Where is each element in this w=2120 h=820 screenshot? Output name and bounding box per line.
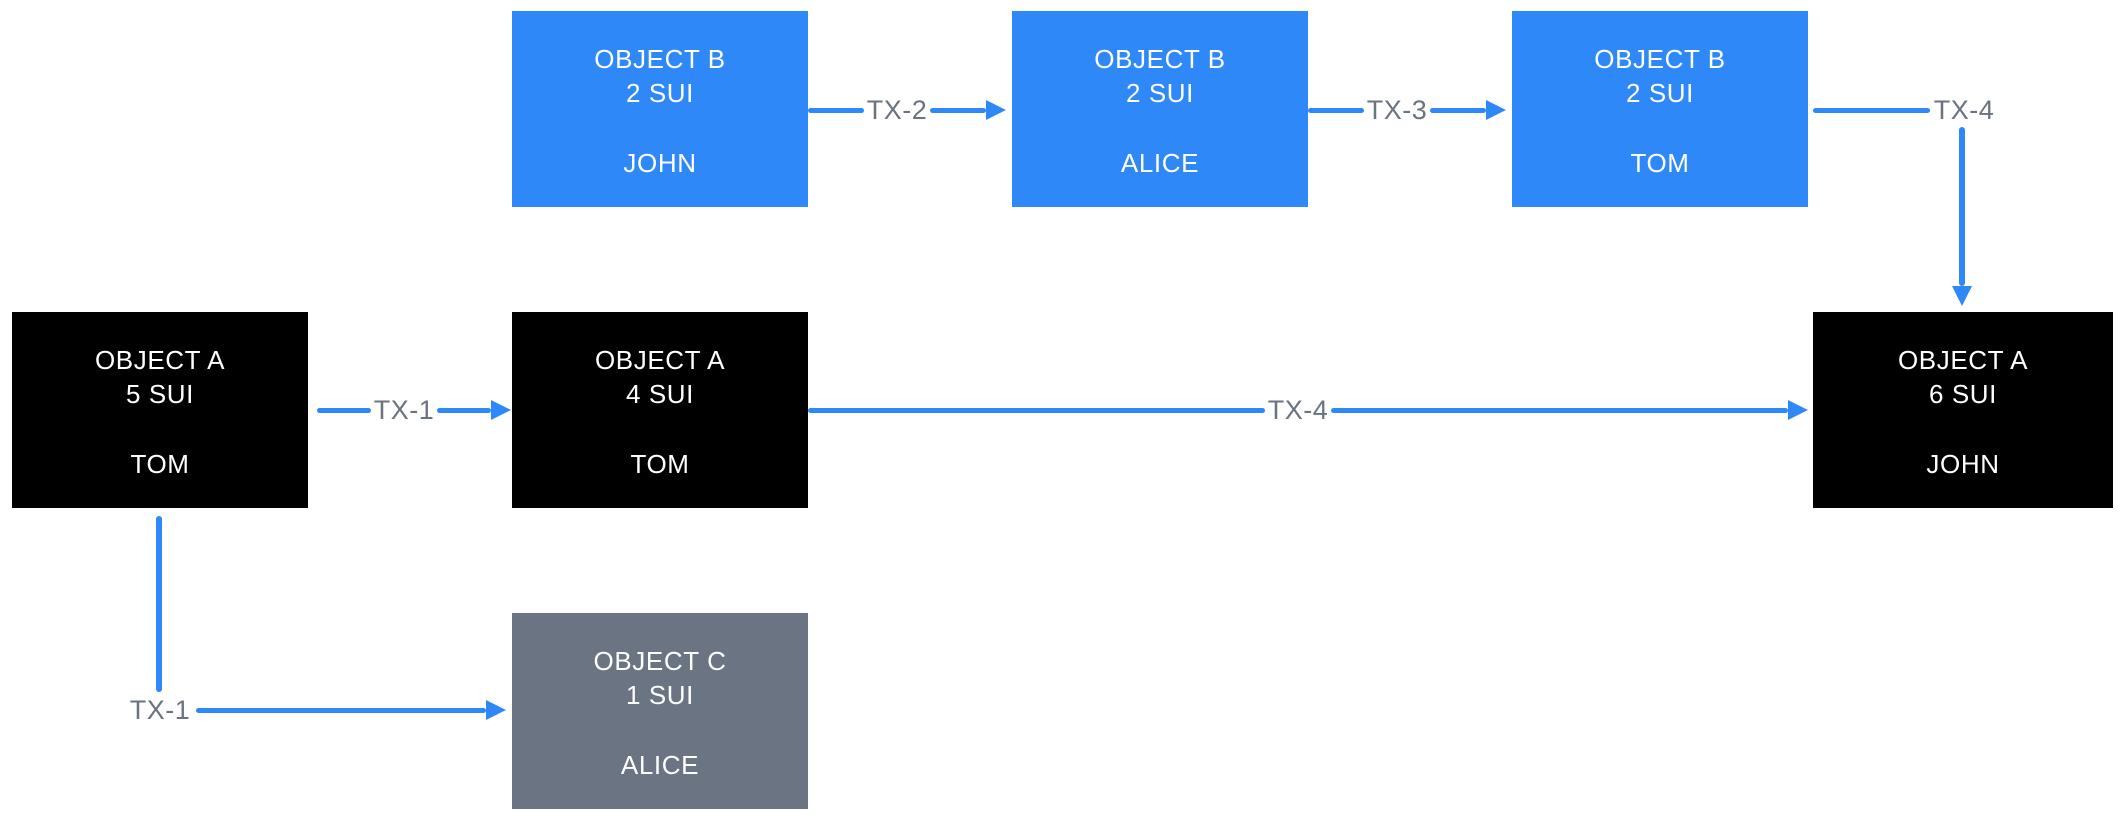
arrowhead-right-icon xyxy=(1788,400,1809,420)
node-title: OBJECT B xyxy=(594,44,726,74)
arrow-line xyxy=(1331,407,1789,413)
node-owner: TOM xyxy=(630,449,690,479)
node-amount: 5 SUI xyxy=(125,379,195,409)
node-amount: 2 SUI xyxy=(1125,78,1195,108)
arrow-tx-2: TX-2 xyxy=(808,93,1007,127)
arrow-label: TX-1 xyxy=(129,695,191,725)
node-object-c-alice: OBJECT C 1 SUI ALICE xyxy=(512,613,808,809)
arrowhead-right-icon xyxy=(486,700,506,720)
arrow-label: TX-4 xyxy=(1933,95,1995,125)
node-owner: ALICE xyxy=(1120,148,1200,178)
arrow-line xyxy=(808,407,1265,413)
node-owner: JOHN xyxy=(1926,449,2000,479)
node-title: OBJECT B xyxy=(1594,44,1726,74)
node-object-b-john: OBJECT B 2 SUI JOHN xyxy=(512,11,808,207)
node-object-b-alice: OBJECT B 2 SUI ALICE xyxy=(1012,11,1308,207)
node-amount: 6 SUI xyxy=(1928,379,1998,409)
node-title: OBJECT C xyxy=(593,646,727,676)
node-object-a-6sui-john: OBJECT A 6 SUI JOHN xyxy=(1813,312,2113,508)
arrow-line xyxy=(317,407,371,413)
node-owner: ALICE xyxy=(620,750,700,780)
arrow-tx-3: TX-3 xyxy=(1308,93,1507,127)
node-amount: 4 SUI xyxy=(625,379,695,409)
node-amount: 1 SUI xyxy=(625,680,695,710)
arrow-tx-1-down-line xyxy=(156,516,162,692)
arrowhead-right-icon xyxy=(986,100,1007,120)
arrow-line xyxy=(1308,107,1364,113)
node-title: OBJECT A xyxy=(1897,345,2029,375)
node-object-a-5sui-tom: OBJECT A 5 SUI TOM xyxy=(12,312,308,508)
arrow-label: TX-3 xyxy=(1366,94,1428,125)
node-object-b-tom: OBJECT B 2 SUI TOM xyxy=(1512,11,1808,207)
arrow-label: TX-1 xyxy=(373,394,435,425)
node-amount: 2 SUI xyxy=(1625,78,1695,108)
arrow-tx-1-bottom-line xyxy=(196,708,486,713)
arrow-line xyxy=(808,107,864,113)
arrowhead-down-icon xyxy=(1952,286,1972,306)
arrow-tx-4-down-line xyxy=(1959,127,1965,286)
node-amount: 2 SUI xyxy=(625,78,695,108)
arrow-line xyxy=(930,107,987,113)
node-object-a-4sui-tom: OBJECT A 4 SUI TOM xyxy=(512,312,808,508)
node-title: OBJECT B xyxy=(1094,44,1226,74)
node-owner: JOHN xyxy=(623,148,697,178)
arrow-label: TX-4 xyxy=(1267,394,1329,425)
arrowhead-right-icon xyxy=(491,400,512,420)
arrow-tx-4-long: TX-4 xyxy=(808,393,1809,427)
arrow-tx-4-top-line xyxy=(1813,108,1930,113)
arrow-line xyxy=(437,407,492,413)
node-title: OBJECT A xyxy=(594,345,726,375)
node-title: OBJECT A xyxy=(94,345,226,375)
arrowhead-right-icon xyxy=(1486,100,1507,120)
node-owner: TOM xyxy=(1630,148,1690,178)
arrow-label: TX-2 xyxy=(866,94,928,125)
node-owner: TOM xyxy=(130,449,190,479)
arrow-tx-1: TX-1 xyxy=(312,393,512,427)
arrow-line xyxy=(1430,107,1487,113)
